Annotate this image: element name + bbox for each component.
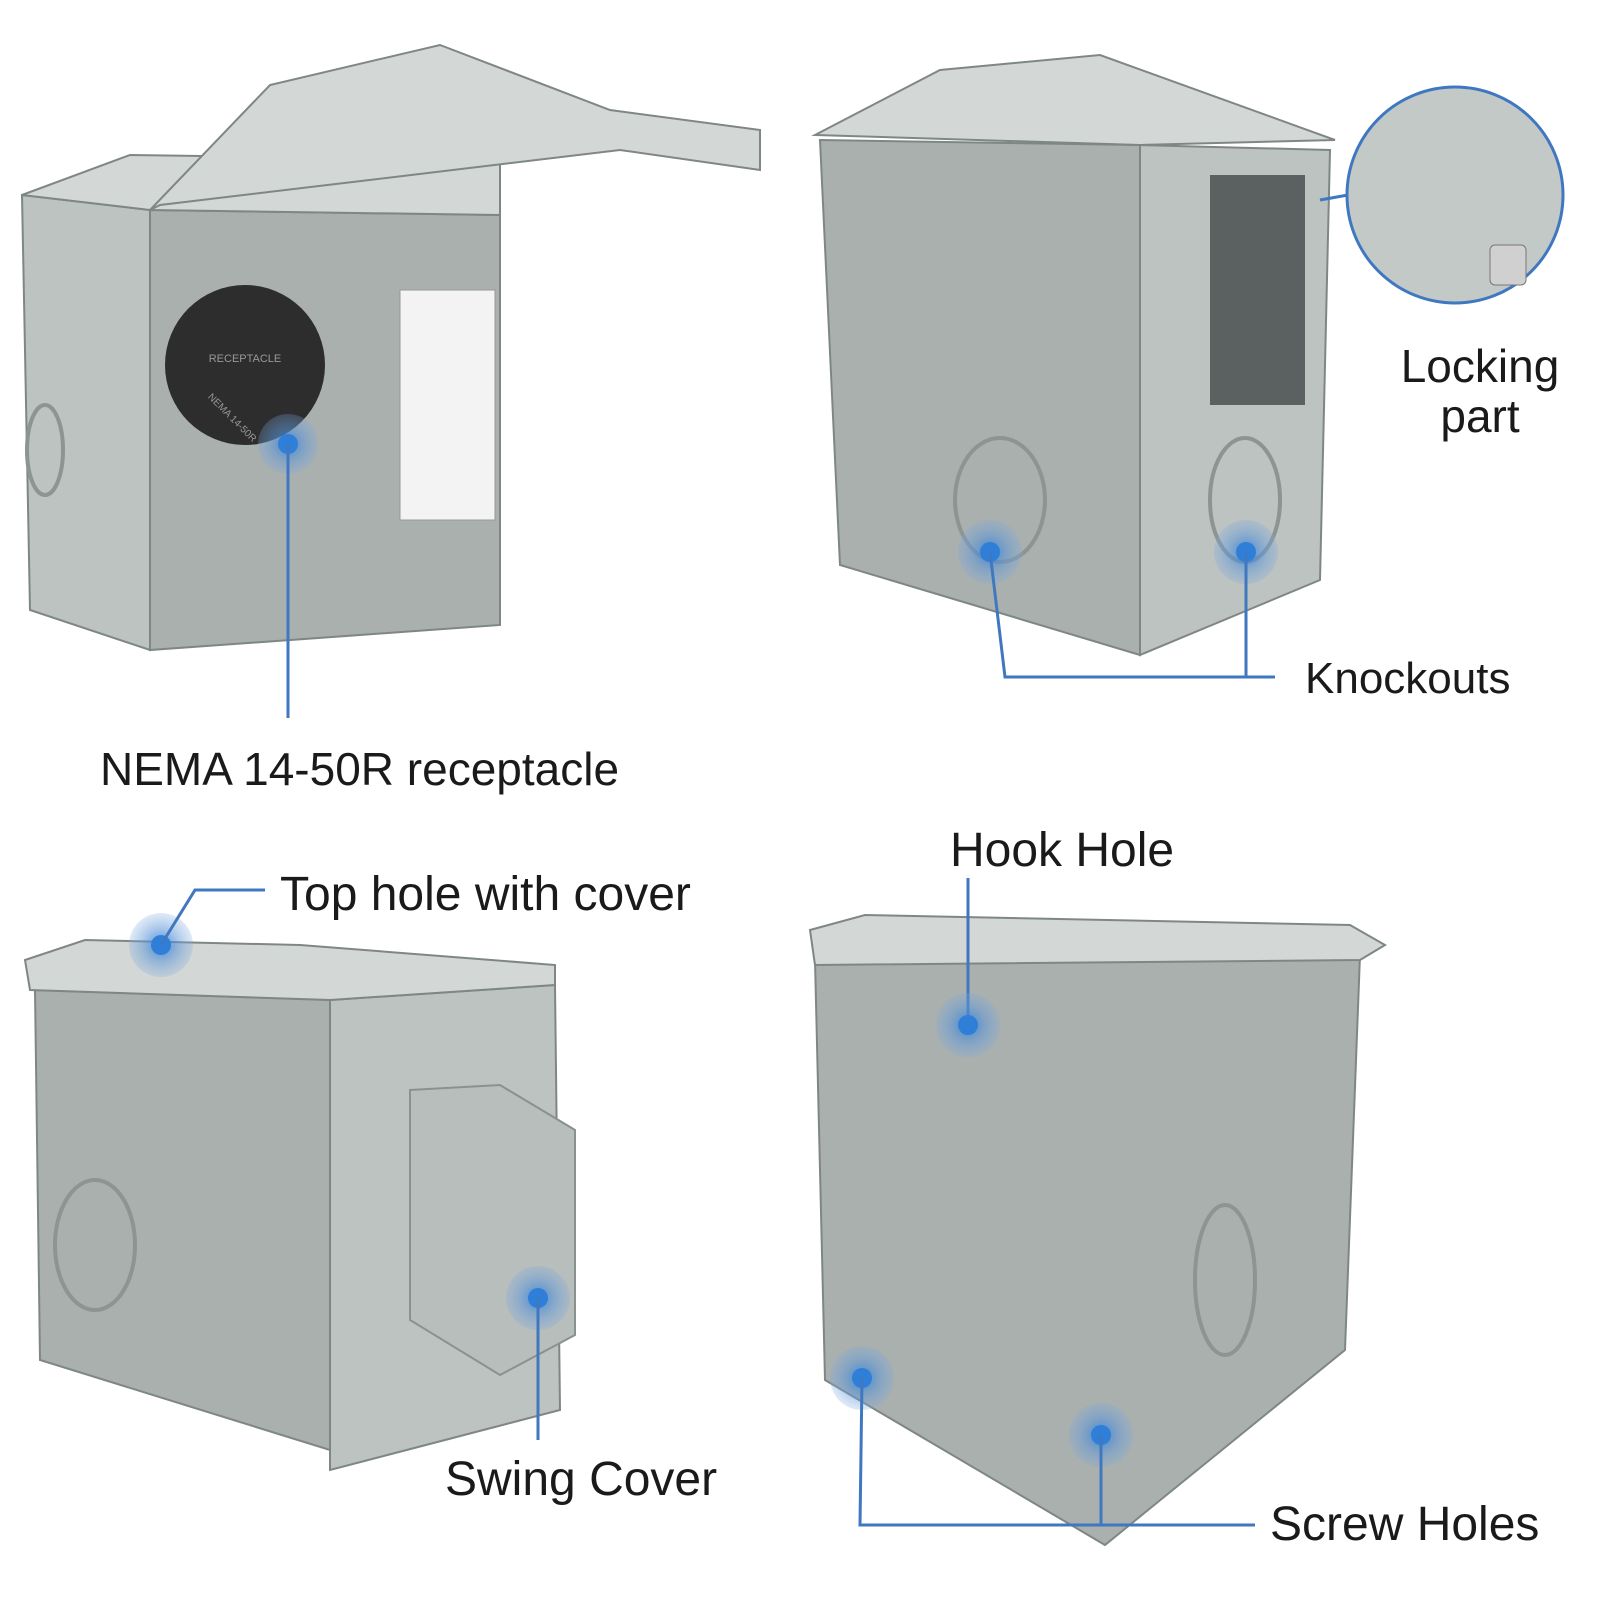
knockout <box>25 403 65 497</box>
label-swing-cover: Swing Cover <box>445 1453 717 1506</box>
swing-cover <box>409 1083 576 1377</box>
label-receptacle: NEMA 14-50R receptacle <box>100 743 619 795</box>
label-knockouts: Knockouts <box>1305 654 1510 703</box>
label-screw-holes: Screw Holes <box>1270 1498 1539 1551</box>
enclosure-closed-view <box>811 53 1565 657</box>
label-locking-line1: Locking <box>1401 340 1560 392</box>
callout-screw-holes: Screw Holes <box>830 1346 1539 1551</box>
enclosure-front-view <box>23 938 576 1472</box>
enclosure-back-view <box>808 913 1387 1547</box>
label-hook-hole: Hook Hole <box>950 824 1174 877</box>
rating-label <box>399 289 496 521</box>
locking-part-inset <box>1345 85 1565 305</box>
receptacle-text: RECEPTACLE <box>209 353 282 365</box>
enclosure-open-view: RECEPTACLE NEMA 14-50R <box>20 43 761 652</box>
callout-knockouts: Knockouts <box>958 520 1510 703</box>
cover-opening <box>1210 175 1305 405</box>
label-top-hole: Top hole with cover <box>280 868 691 921</box>
padlock-icon <box>1489 244 1527 286</box>
receptacle-outlet <box>165 285 325 445</box>
label-locking-line2: part <box>1440 390 1519 442</box>
callout-swing-cover: Swing Cover <box>445 1266 717 1506</box>
callout-locking: Locking part <box>1401 340 1560 442</box>
swing-cover-lid <box>149 43 761 211</box>
callout-receptacle: NEMA 14-50R receptacle <box>100 414 619 795</box>
callout-hook-hole: Hook Hole <box>936 824 1174 1057</box>
callout-top-hole: Top hole with cover <box>129 868 691 977</box>
